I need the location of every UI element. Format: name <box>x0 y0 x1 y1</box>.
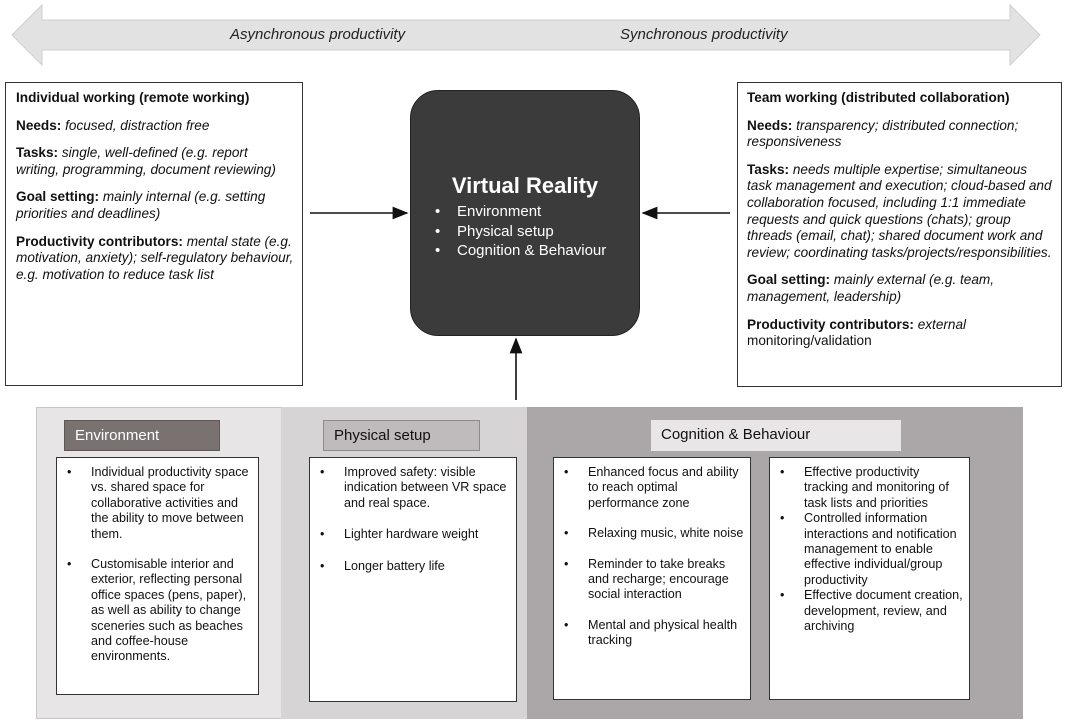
team-needs: Needs: transparency; distributed connect… <box>747 117 1019 150</box>
connector-arrows <box>310 206 730 400</box>
physical-item-1: Improved safety: visible indication betw… <box>310 465 510 511</box>
environment-header: Environment <box>64 420 220 451</box>
individual-needs: Needs: focused, distraction free <box>16 117 210 133</box>
environment-list-box: Individual productivity space vs. shared… <box>56 457 259 695</box>
team-title: Team working (distributed collaboration) <box>747 90 1010 105</box>
physical-item-3: Longer battery life <box>310 559 510 575</box>
productivity-spectrum-arrow <box>11 3 1041 67</box>
individual-productivity-contributors: Productivity contributors: mental state … <box>16 233 294 282</box>
individual-goal-setting: Goal setting: mainly internal (e.g. sett… <box>16 189 266 221</box>
cognition-behaviour-header: Cognition & Behaviour <box>651 420 901 451</box>
physical-setup-list-box: Improved safety: visible indication betw… <box>309 457 517 702</box>
individual-title: Individual working (remote working) <box>16 90 250 105</box>
physical-item-2: Lighter hardware weight <box>310 527 510 543</box>
cognition-right-item-1: Effective productivity tracking and moni… <box>770 465 963 511</box>
cognition-left-item-1: Enhanced focus and ability to reach opti… <box>554 465 744 511</box>
cognition-left-item-2: Relaxing music, white noise <box>554 526 744 542</box>
individual-working-box: Individual working (remote working) Need… <box>5 82 303 386</box>
vr-item-physical-setup: Physical setup <box>433 222 606 242</box>
team-tasks: Tasks: needs multiple expertise; simulta… <box>747 161 1052 260</box>
physical-setup-header: Physical setup <box>323 420 480 451</box>
team-working-box: Team working (distributed collaboration)… <box>737 82 1062 387</box>
synchronous-label: Synchronous productivity <box>620 26 788 43</box>
vr-title: Virtual Reality <box>451 173 599 198</box>
cognition-left-list-box: Enhanced focus and ability to reach opti… <box>553 457 751 700</box>
virtual-reality-box: Virtual Reality Environment Physical set… <box>410 90 640 336</box>
individual-tasks: Tasks: single, well-defined (e.g. report… <box>16 145 276 177</box>
team-productivity-contributors: Productivity contributors: external moni… <box>747 316 967 349</box>
double-arrow-shape <box>11 3 1041 67</box>
environment-item-2: Customisable interior and exterior, refl… <box>57 557 252 665</box>
cognition-left-item-3: Reminder to take breaks and recharge; en… <box>554 557 744 603</box>
cognition-right-item-3: Effective document creation, development… <box>770 588 963 634</box>
cognition-right-list-box: Effective productivity tracking and moni… <box>769 457 970 700</box>
vr-item-cognition: Cognition & Behaviour <box>433 241 606 261</box>
vr-item-environment: Environment <box>433 202 606 222</box>
team-goal-setting: Goal setting: mainly external (e.g. team… <box>747 272 995 304</box>
asynchronous-label: Asynchronous productivity <box>230 26 406 43</box>
vr-list: Environment Physical setup Cognition & B… <box>433 202 606 261</box>
cognition-left-item-4: Mental and physical health tracking <box>554 618 744 649</box>
environment-item-1: Individual productivity space vs. shared… <box>57 465 252 542</box>
cognition-right-item-2: Controlled information interactions and … <box>770 511 963 588</box>
